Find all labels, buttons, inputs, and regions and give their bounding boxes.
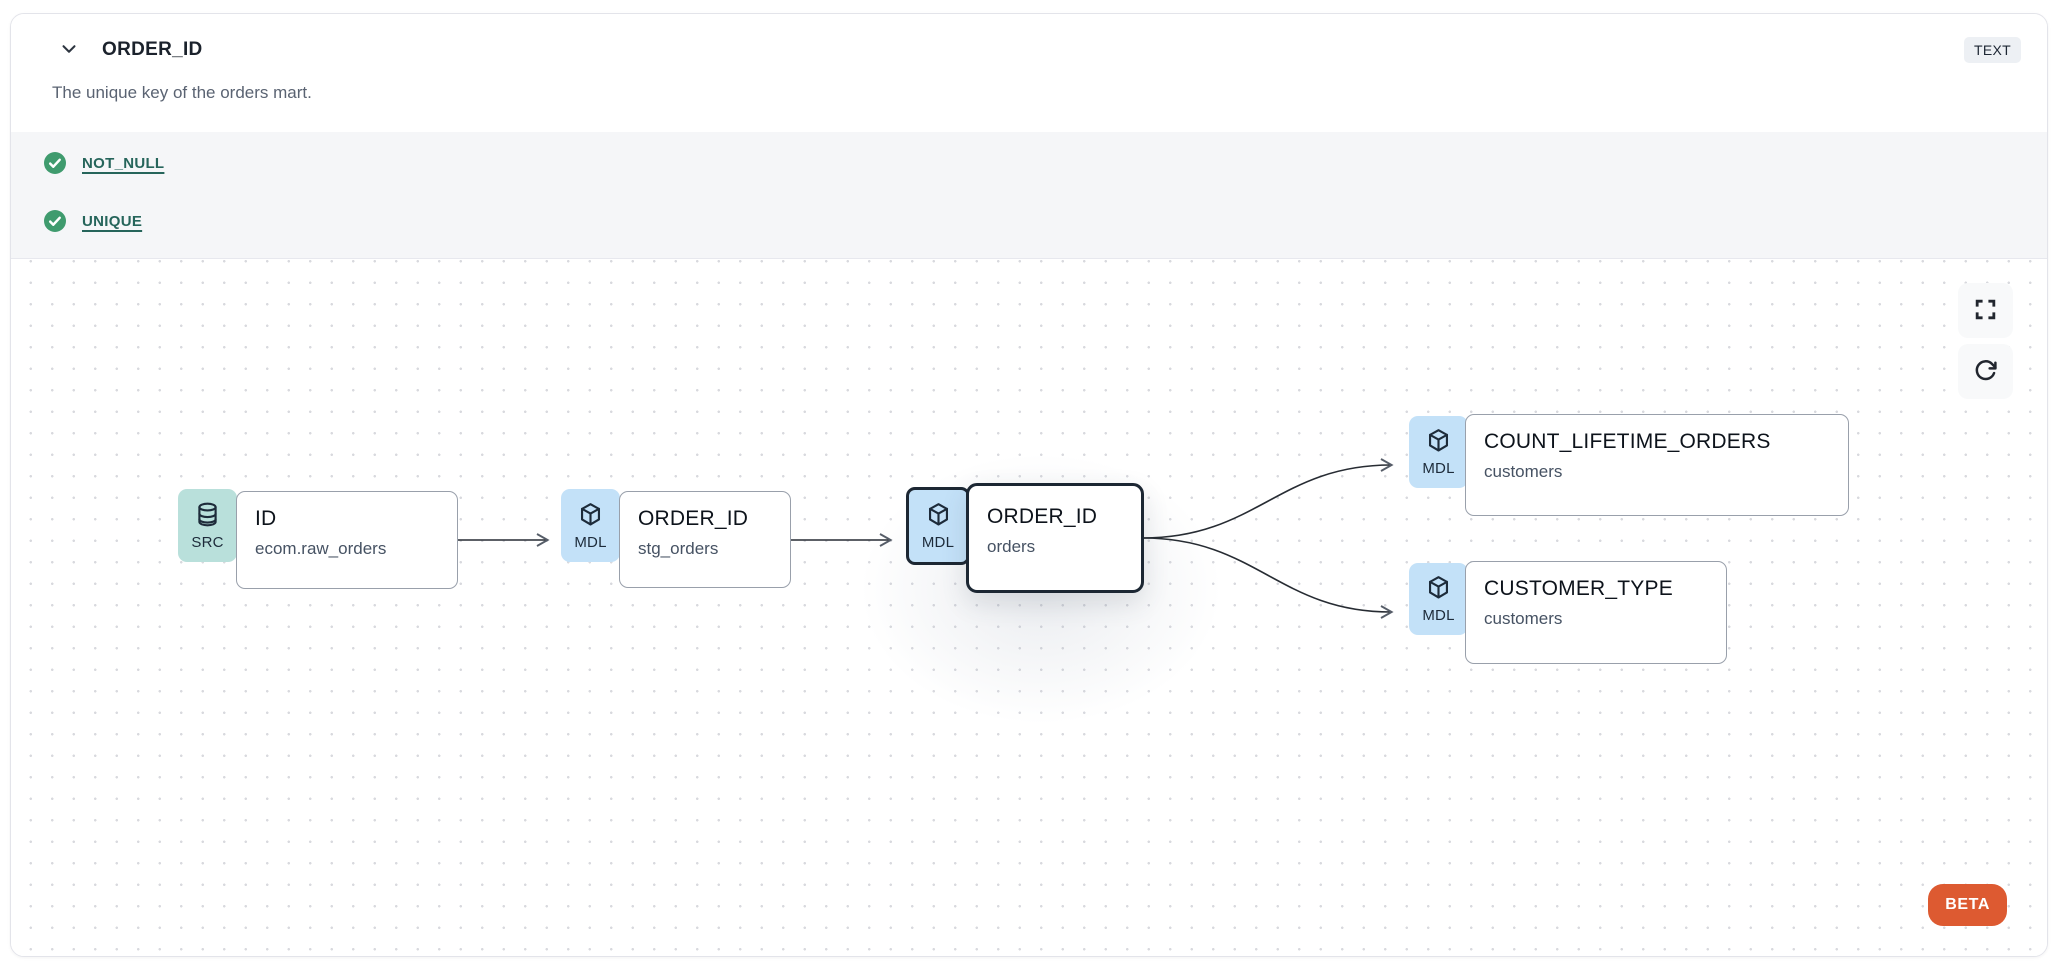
node-type-badge: SRC (178, 489, 237, 562)
cube-icon (925, 501, 952, 533)
badge-label: MDL (574, 533, 607, 551)
column-description: The unique key of the orders mart. (52, 83, 312, 102)
cube-icon (577, 501, 604, 533)
node-title: ORDER_ID (987, 505, 1098, 528)
test-row: UNIQUE (43, 209, 2047, 233)
badge-label: MDL (1422, 607, 1455, 624)
collapse-toggle-button[interactable] (56, 37, 82, 63)
node-type-badge: MDL (1409, 563, 1468, 635)
refresh-icon (1973, 358, 1998, 386)
node-title: ORDER_ID (638, 507, 749, 530)
panel-header: ORDER_ID TEXT The unique key of the orde… (11, 14, 2047, 132)
node-subtitle: orders (987, 537, 1036, 556)
node-title: ID (255, 507, 277, 530)
column-details-panel: ORDER_ID TEXT The unique key of the orde… (10, 13, 2048, 957)
node-type-badge: MDL (1409, 416, 1468, 488)
canvas-controls (1958, 283, 2013, 399)
badge-label: SRC (191, 533, 224, 551)
node-card: ORDER_ID orders (966, 483, 1144, 593)
lineage-edges (456, 458, 1394, 619)
refresh-button[interactable] (1958, 344, 2013, 399)
title-row: ORDER_ID TEXT (56, 37, 2021, 63)
test-row: NOT_NULL (43, 151, 2047, 175)
database-icon (194, 501, 221, 533)
node-card: CUSTOMER_TYPE customers (1465, 561, 1727, 664)
node-subtitle: customers (1484, 609, 1563, 628)
lineage-canvas[interactable]: SRC ID ecom.raw_orders MDL ORDER_ID stg_… (11, 258, 2047, 956)
node-title: COUNT_LIFETIME_ORDERS (1484, 430, 1771, 453)
node-subtitle: customers (1484, 462, 1563, 481)
node-subtitle: ecom.raw_orders (255, 539, 387, 558)
check-circle-icon (43, 209, 67, 233)
data-type-badge: TEXT (1964, 37, 2021, 63)
cube-icon (1425, 427, 1452, 459)
node-subtitle: stg_orders (638, 539, 719, 558)
fullscreen-icon (1973, 297, 1998, 325)
node-type-badge: MDL (906, 487, 970, 565)
beta-badge: BETA (1928, 884, 2007, 926)
chevron-down-icon (58, 38, 80, 63)
node-type-badge: MDL (561, 489, 620, 562)
test-link-not-null[interactable]: NOT_NULL (82, 154, 165, 172)
check-circle-icon (43, 151, 67, 175)
node-title: CUSTOMER_TYPE (1484, 577, 1673, 600)
test-link-unique[interactable]: UNIQUE (82, 212, 143, 230)
tests-section: NOT_NULL UNIQUE (11, 132, 2047, 258)
cube-icon (1425, 574, 1452, 606)
node-card: ORDER_ID stg_orders (619, 491, 791, 588)
node-card: COUNT_LIFETIME_ORDERS customers (1465, 414, 1849, 516)
node-card: ID ecom.raw_orders (236, 491, 458, 589)
badge-label: MDL (1422, 460, 1455, 477)
column-title: ORDER_ID (102, 39, 203, 60)
badge-label: MDL (921, 534, 955, 551)
fullscreen-button[interactable] (1958, 283, 2013, 338)
